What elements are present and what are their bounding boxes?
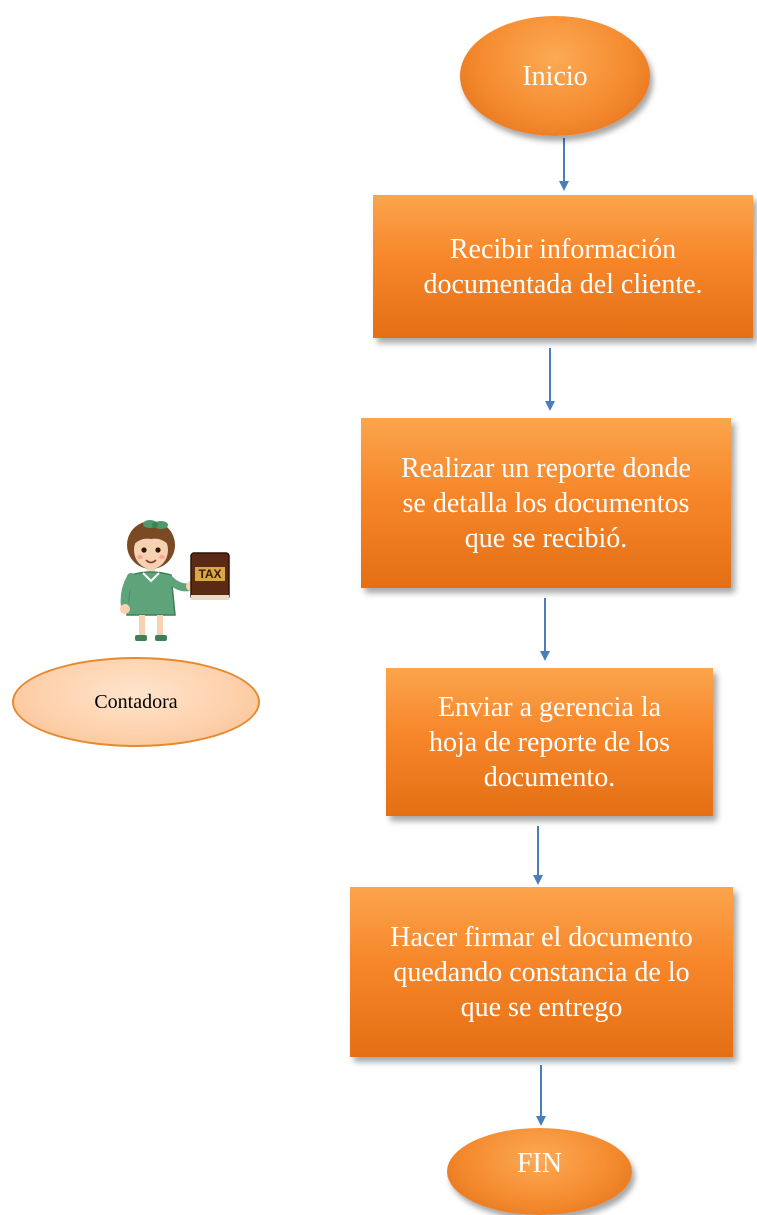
step-1-box: Recibir información documentada del clie… <box>373 195 753 338</box>
end-node: FIN <box>447 1128 632 1215</box>
start-node: Inicio <box>460 16 650 136</box>
step-2-label: Realizar un reporte donde se detalla los… <box>401 452 691 554</box>
end-label: FIN <box>516 1148 563 1179</box>
start-label: Inicio <box>522 60 588 92</box>
step-1-label: Recibir información documentada del clie… <box>423 233 703 300</box>
step-2-box: Realizar un reporte donde se detalla los… <box>361 418 731 588</box>
accountant-woman-icon: TAX <box>120 520 230 641</box>
step-4-box: Hacer firmar el documento quedando const… <box>350 887 733 1057</box>
actor-role-label: Contadora <box>94 690 178 713</box>
step-4-label: Hacer firmar el documento quedando const… <box>390 921 693 1023</box>
step-3-label: Enviar a gerencia la hoja de reporte de … <box>428 691 671 793</box>
book-label: TAX <box>198 567 221 581</box>
step-3-box: Enviar a gerencia la hoja de reporte de … <box>386 668 713 816</box>
actor-role-oval: Contadora <box>12 657 260 747</box>
